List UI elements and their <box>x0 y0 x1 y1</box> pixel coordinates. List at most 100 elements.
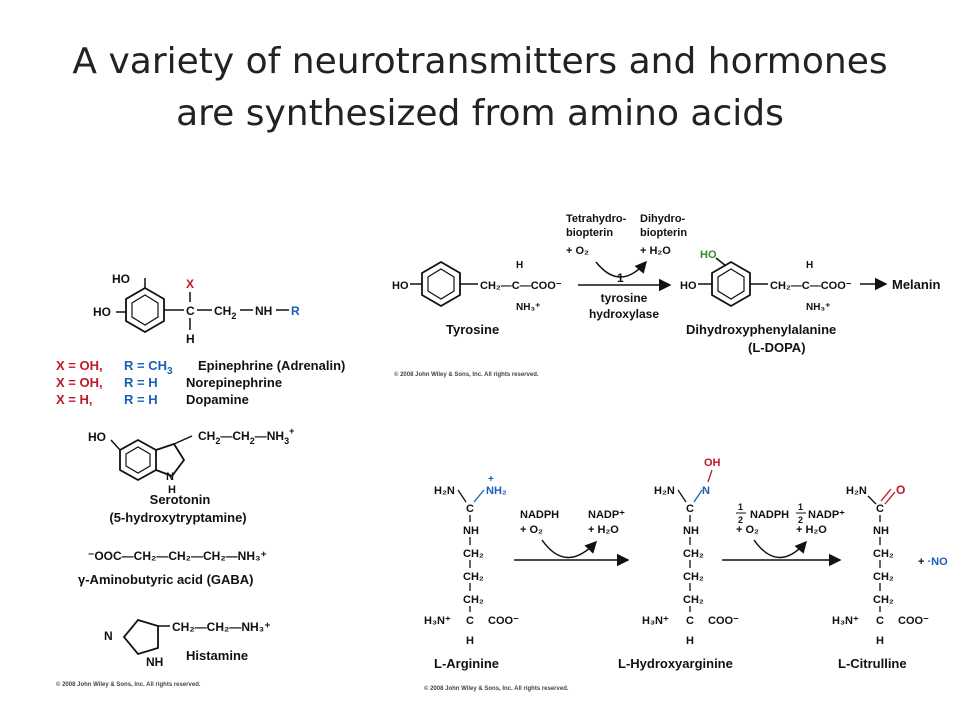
x-value: X = OH, <box>56 358 103 373</box>
step-number: 1 <box>617 271 624 285</box>
cofactor-curved-arrow <box>753 539 807 559</box>
plus-charge: + <box>488 474 494 485</box>
nh3-label: NH₃⁺ <box>806 302 830 313</box>
o-label: O <box>896 483 905 497</box>
cofactor-out: Dihydro- <box>640 213 686 225</box>
c-label: C <box>466 615 474 627</box>
h-label: H <box>876 635 884 647</box>
oh-label: OH <box>704 457 721 469</box>
x-value: X = OH, <box>56 375 103 390</box>
h3n-label: H₃N⁺ <box>642 615 669 627</box>
c-label: C <box>466 503 474 515</box>
cofactor-out: biopterin <box>640 227 687 239</box>
ch2-label: CH₂ <box>683 548 704 560</box>
fraction-numerator: 1 <box>738 502 743 512</box>
benzene-inner-ring <box>131 294 159 326</box>
carbon-label: C <box>186 304 195 318</box>
gaba-structure: ⁻OOC—CH₂—CH₂—CH₂—NH₃⁺ γ-Aminobutyric aci… <box>78 549 267 587</box>
hydroxyarginine-structure: OH H₂N N C NH CH₂ CH₂ CH₂ H₃N⁺ C COO⁻ H … <box>618 457 739 671</box>
cofactor-in: NADPH <box>520 509 559 521</box>
ch2-label: CH₂ <box>683 594 704 606</box>
r-substituent: R <box>291 304 300 318</box>
ch2-label: CH₂ <box>463 571 484 583</box>
citrulline-structure: H₂N O C NH CH₂ CH₂ CH₂ H₃N⁺ C COO⁻ H + ·… <box>832 483 948 671</box>
dopa-name: Dihydroxyphenylalanine <box>686 322 836 337</box>
cofactor-out: + H₂O <box>640 245 671 257</box>
fraction-numerator: 1 <box>798 502 803 512</box>
c-label: C <box>686 615 694 627</box>
h2n-label: H₂N <box>654 485 675 497</box>
ho-label: HO <box>680 280 697 292</box>
h2n-label: H₂N <box>434 485 455 497</box>
nitric-oxide-product: + ·NO <box>918 556 948 568</box>
tyrosine-name: Tyrosine <box>446 322 499 337</box>
nh-label: NH <box>683 525 699 537</box>
compound-name: Epinephrine (Adrenalin) <box>198 358 345 373</box>
cofactor-in: + O₂ <box>566 245 589 257</box>
cofactor-curved-arrow <box>595 260 647 278</box>
histamine-name: Histamine <box>186 648 248 663</box>
ho-added-label: HO <box>700 249 717 261</box>
coo-label: COO⁻ <box>898 615 929 627</box>
benzene-ring <box>125 286 165 334</box>
nh-label: NH <box>146 655 163 669</box>
cofactor-in: biopterin <box>566 227 613 239</box>
cofactor-out: NADP⁺ <box>808 509 845 521</box>
c-label: C <box>876 615 884 627</box>
r-value: R = H <box>124 392 158 407</box>
cofactor-in: Tetrahydro- <box>566 213 627 225</box>
ho-label: HO <box>112 272 130 286</box>
fraction-denominator: 2 <box>738 515 743 525</box>
bond <box>693 489 703 503</box>
tyrosine-hydroxylase-step: Tetrahydro- biopterin + O₂ Dihydro- biop… <box>566 213 687 321</box>
ch2-label: CH₂ <box>873 548 894 560</box>
benzene-ring <box>421 260 461 308</box>
citrulline-name: L-Citrulline <box>838 656 907 671</box>
h3n-label: H₃N⁺ <box>832 615 859 627</box>
title-line-2: are synthesized from amino acids <box>176 93 784 134</box>
c-label: C <box>686 503 694 515</box>
h-label: H <box>168 484 176 496</box>
r-value: R = H <box>124 375 158 390</box>
pyrrole-ring <box>155 442 186 478</box>
ho-label: HO <box>93 305 111 319</box>
r-value: R = CH3 <box>124 358 173 377</box>
h2n-label: H₂N <box>846 485 867 497</box>
arginine-structure: H₂N + NH₂ C NH CH₂ CH₂ CH₂ H₃N⁺ C COO⁻ H… <box>424 474 519 671</box>
title-line-1: A variety of neurotransmitters and hormo… <box>72 41 888 82</box>
catecholamine-table: X = OH, R = CH3 Epinephrine (Adrenalin) … <box>56 358 345 407</box>
enzyme-name: tyrosine <box>601 291 648 305</box>
ch2-label: CH2 <box>214 304 236 321</box>
cofactor-in: + O₂ <box>736 524 759 536</box>
ch2-label: CH₂ <box>463 548 484 560</box>
copyright-note: © 2008 John Wiley & Sons, Inc. All right… <box>424 685 569 692</box>
melanin-label: Melanin <box>892 277 940 292</box>
benzene-inner-ring <box>717 268 745 300</box>
nos-step-1: NADPH + O₂ NADP⁺ + H₂O <box>514 509 630 567</box>
bond <box>715 257 727 267</box>
benzene-ring <box>711 260 751 308</box>
bond <box>867 495 877 505</box>
h-label: H <box>516 260 523 271</box>
bond <box>677 489 687 503</box>
bond <box>884 491 896 505</box>
cofactor-out: + H₂O <box>796 524 827 536</box>
slide-title: A variety of neurotransmitters and hormo… <box>0 36 960 140</box>
benzene-inner-ring <box>427 268 455 300</box>
hydroxyarginine-name: L-Hydroxyarginine <box>618 656 733 671</box>
nos-step-2: 1 2 NADPH + O₂ 1 2 NADP⁺ + H₂O <box>722 502 845 567</box>
bond <box>110 439 121 451</box>
nh-label: NH <box>255 304 272 318</box>
h-label: H <box>466 635 474 647</box>
dopa-chain: CH₂—C—COO⁻ <box>770 280 852 292</box>
coo-label: COO⁻ <box>708 615 739 627</box>
serotonin-alt-name: (5-hydroxytryptamine) <box>109 510 246 525</box>
bond <box>173 435 193 445</box>
compound-name: Dopamine <box>186 392 249 407</box>
nh2-label: NH₂ <box>486 485 507 497</box>
ch2-label: CH₂ <box>873 594 894 606</box>
x-substituent: X <box>186 277 194 291</box>
h-label: H <box>806 260 813 271</box>
cofactor-out: NADP⁺ <box>588 509 625 521</box>
